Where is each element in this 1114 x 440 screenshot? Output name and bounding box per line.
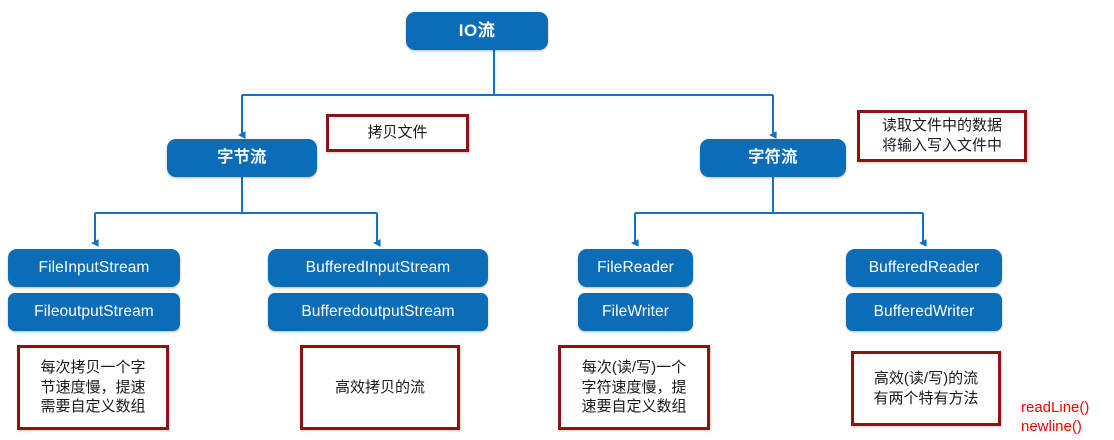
node-filereader-label: FileReader (597, 259, 674, 277)
node-io-stream-label: IO流 (458, 20, 496, 40)
note-read-write-file: 读取文件中的数据 将输入写入文件中 (857, 110, 1027, 162)
note-buffered-fast-text: 高效拷贝的流 (334, 378, 425, 396)
note-buffered-methods-text: 高效(读/写)的流 有两个特有方法 (873, 369, 979, 407)
node-bufferedreader[interactable]: BufferedReader (846, 249, 1002, 287)
node-char-stream[interactable]: 字符流 (700, 139, 846, 177)
node-filereader[interactable]: FileReader (578, 249, 693, 287)
node-byte-stream[interactable]: 字节流 (167, 139, 317, 177)
node-fileinputstream[interactable]: FileInputStream (8, 249, 180, 287)
node-byte-stream-label: 字节流 (217, 149, 267, 167)
node-bufferedinputstream-label: BufferedInputStream (305, 259, 451, 277)
note-char-slow-text: 每次(读/写)一个 字符速度慢，提 速要自定义数组 (581, 358, 687, 416)
node-char-stream-label: 字符流 (748, 149, 798, 167)
node-fileoutputstream-label: FileoutputStream (34, 303, 154, 321)
node-fileinputstream-label: FileInputStream (38, 259, 150, 277)
node-bufferedinputstream[interactable]: BufferedInputStream (268, 249, 488, 287)
note-copy-file: 拷贝文件 (326, 114, 469, 152)
note-copy-file-text: 拷贝文件 (367, 124, 428, 142)
note-buffered-methods: 高效(读/写)的流 有两个特有方法 (851, 351, 1001, 426)
node-io-stream[interactable]: IO流 (406, 12, 548, 50)
note-buffered-fast: 高效拷贝的流 (300, 345, 460, 430)
node-bufferedreader-label: BufferedReader (868, 259, 980, 277)
note-byte-slow-text: 每次拷贝一个字 节速度慢，提速 需要自定义数组 (40, 358, 146, 416)
note-read-write-file-text: 读取文件中的数据 将输入写入文件中 (881, 117, 1002, 154)
node-bufferedoutputstream-label: BufferedoutputStream (301, 303, 455, 321)
node-filewriter[interactable]: FileWriter (578, 293, 693, 331)
note-char-slow: 每次(读/写)一个 字符速度慢，提 速要自定义数组 (558, 345, 710, 430)
node-filewriter-label: FileWriter (601, 303, 670, 321)
node-bufferedwriter[interactable]: BufferedWriter (846, 293, 1002, 331)
node-fileoutputstream[interactable]: FileoutputStream (8, 293, 180, 331)
annotation-buffered-methods: readLine() newline() (1021, 378, 1113, 437)
annotation-buffered-methods-text: readLine() newline() (1021, 398, 1090, 436)
node-bufferedoutputstream[interactable]: BufferedoutputStream (268, 293, 488, 331)
node-bufferedwriter-label: BufferedWriter (873, 303, 975, 321)
note-byte-slow: 每次拷贝一个字 节速度慢，提速 需要自定义数组 (17, 345, 169, 430)
